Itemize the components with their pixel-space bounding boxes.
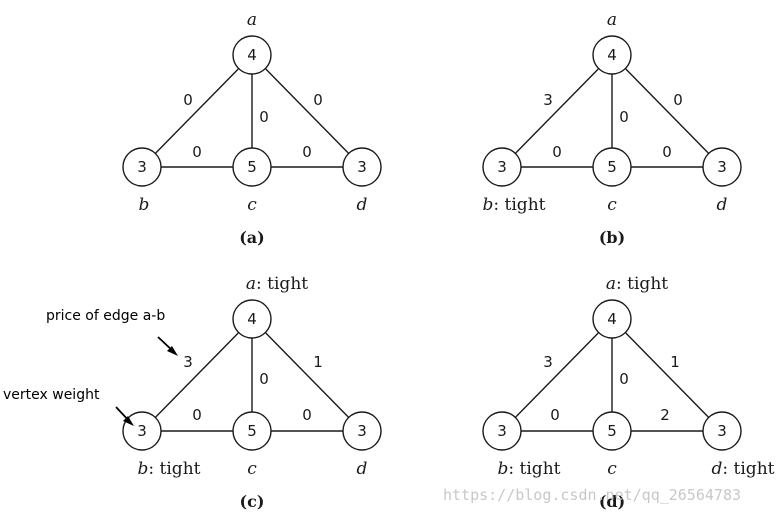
vertex-weight-annotation: vertex weight <box>3 387 100 403</box>
edge-a-d-price: 0 <box>673 91 683 109</box>
vertex-a-label: a <box>607 10 617 30</box>
panel-a: 4 3 5 3 0 0 0 0 0 a b c d (a) <box>122 10 382 247</box>
edge-c-d-price: 0 <box>302 406 312 424</box>
panel-c: 4 3 5 3 3 0 1 0 0 a: tight b: tight c d … <box>3 274 382 511</box>
edge-price-arrowhead <box>167 346 178 356</box>
vertex-weight-arrowhead <box>123 416 134 426</box>
vertex-c-label: c <box>247 459 257 479</box>
edge-a-d-price: 0 <box>313 91 323 109</box>
vertex-d-label: d <box>357 459 368 479</box>
edge-a-d <box>611 318 723 432</box>
vertex-a-label: a: tight <box>246 274 308 294</box>
edge-b-c-price: 0 <box>552 143 562 161</box>
vertex-d <box>702 411 742 451</box>
vertex-a-label: a <box>247 10 257 30</box>
edge-a-d <box>251 318 363 432</box>
edge-b-c-price: 0 <box>550 406 560 424</box>
edge-a-d-price: 1 <box>313 353 323 371</box>
edge-a-d-price: 1 <box>670 353 680 371</box>
edge-a-b <box>501 54 613 168</box>
edge-b-c-price: 0 <box>192 143 202 161</box>
watermark: https://blog.csdn.net/qq_26564783 <box>443 486 741 504</box>
vertex-d <box>342 411 382 451</box>
vertex-c-label: c <box>247 195 257 215</box>
edge-a-b-price: 3 <box>543 353 553 371</box>
edge-a-c-price: 0 <box>259 108 269 126</box>
vertex-c <box>232 147 272 187</box>
edge-a-d <box>251 54 363 168</box>
panel-b: 4 3 5 3 3 0 0 0 0 a b: tight c d (b) <box>482 10 742 247</box>
vertex-b-weight: 3 <box>497 422 507 440</box>
vertex-c-label: c <box>607 459 617 479</box>
vertex-a <box>592 35 632 75</box>
vertex-d-weight: 3 <box>717 158 727 176</box>
edge-c-d-price: 2 <box>660 406 670 424</box>
vertex-c-weight: 5 <box>607 422 617 440</box>
panel-caption: (d) <box>599 492 625 511</box>
edge-c-d-price: 0 <box>302 143 312 161</box>
vertex-c <box>232 411 272 451</box>
vertex-d <box>342 147 382 187</box>
vertex-a-label: a: tight <box>606 274 668 294</box>
vertex-a <box>232 35 272 75</box>
edge-a-b-price: 3 <box>183 353 193 371</box>
vertex-b-weight: 3 <box>137 422 147 440</box>
edge-a-c-price: 0 <box>619 108 629 126</box>
vertex-b-weight: 3 <box>497 158 507 176</box>
edge-a-c-price: 0 <box>619 370 629 388</box>
edge-a-b-price: 3 <box>543 91 553 109</box>
vertex-b-weight: 3 <box>137 158 147 176</box>
panel-caption: (c) <box>240 492 265 511</box>
vertex-a <box>592 299 632 339</box>
vertex-c-weight: 5 <box>247 158 257 176</box>
vertex-c <box>592 411 632 451</box>
vertex-c <box>592 147 632 187</box>
vertex-d-label: d <box>717 195 728 215</box>
vertex-d-weight: 3 <box>717 422 727 440</box>
vertex-b <box>482 147 522 187</box>
vertex-d-weight: 3 <box>357 158 367 176</box>
vertex-a-weight: 4 <box>247 46 257 64</box>
vertex-c-weight: 5 <box>607 158 617 176</box>
panel-caption: (b) <box>599 228 625 247</box>
vertex-a-weight: 4 <box>607 310 617 328</box>
vertex-d-label: d: tight <box>712 459 775 479</box>
vertex-b <box>122 411 162 451</box>
panel-caption: (a) <box>239 228 265 247</box>
edge-price-annotation: price of edge a-b <box>46 308 165 324</box>
vertex-b-label: b: tight <box>483 195 546 215</box>
edge-a-b <box>501 318 613 432</box>
edge-a-d <box>611 54 723 168</box>
vertex-c-weight: 5 <box>247 422 257 440</box>
edge-a-b <box>141 54 253 168</box>
edge-a-c-price: 0 <box>259 370 269 388</box>
vertex-b-label: b: tight <box>138 459 201 479</box>
edge-a-b-price: 0 <box>183 91 193 109</box>
vertex-b-label: b: tight <box>498 459 561 479</box>
vertex-a-weight: 4 <box>607 46 617 64</box>
vertex-b <box>122 147 162 187</box>
vertex-d-label: d <box>357 195 368 215</box>
edge-b-c-price: 0 <box>192 406 202 424</box>
vertex-d-weight: 3 <box>357 422 367 440</box>
panel-d: 4 3 5 3 3 0 1 0 2 a: tight b: tight c d:… <box>482 274 775 511</box>
vertex-d <box>702 147 742 187</box>
edge-a-b <box>141 318 253 432</box>
vertex-a <box>232 299 272 339</box>
vertex-a-weight: 4 <box>247 310 257 328</box>
vertex-b <box>482 411 522 451</box>
vertex-b-label: b <box>139 195 150 215</box>
edge-c-d-price: 0 <box>662 143 672 161</box>
vertex-c-label: c <box>607 195 617 215</box>
